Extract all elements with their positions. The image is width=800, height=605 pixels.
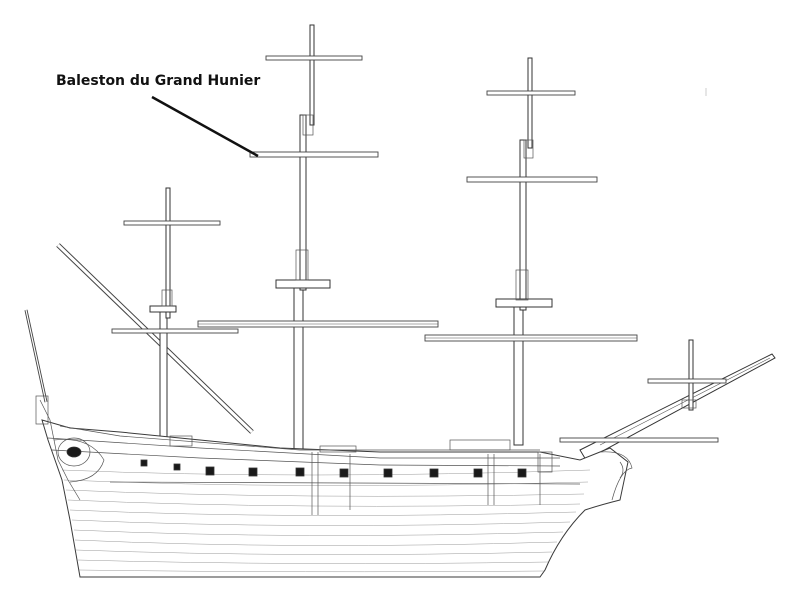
callout-leader-line bbox=[151, 95, 259, 158]
gun-ports bbox=[140, 459, 527, 478]
ensign-staff bbox=[24, 309, 48, 403]
main-mast bbox=[197, 24, 439, 456]
main-topsail-yard bbox=[249, 151, 379, 158]
callout-label: Baleston du Grand Hunier bbox=[56, 73, 261, 89]
chainplates bbox=[311, 452, 541, 515]
mizzen-mast bbox=[111, 187, 239, 451]
deck-fittings bbox=[169, 435, 511, 453]
stern-gallery bbox=[35, 395, 105, 501]
bowsprit bbox=[559, 339, 776, 461]
hull bbox=[41, 419, 629, 578]
fore-mast bbox=[424, 57, 638, 446]
bow-head bbox=[537, 451, 633, 501]
spanker-gaff bbox=[56, 243, 254, 434]
